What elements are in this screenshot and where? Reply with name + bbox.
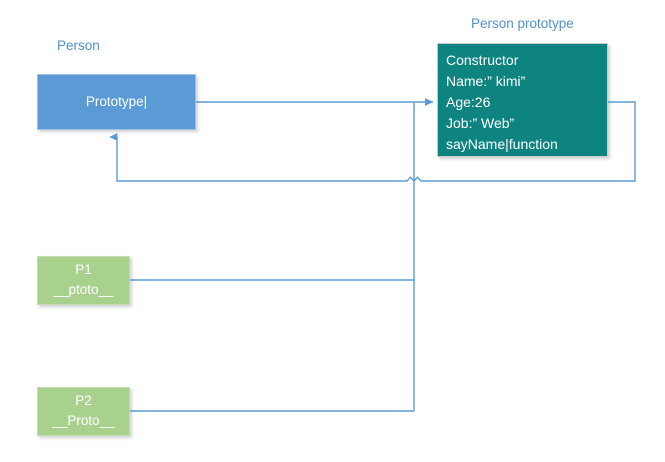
node-person-prototype-body: Constructor Name:” kimi” Age:26 Job:” We…: [446, 50, 605, 155]
node-p2-proto-label: __Proto__: [52, 413, 115, 428]
node-p1-proto-label: __ptoto__: [53, 282, 114, 297]
caption-person-prototype: Person prototype: [471, 16, 574, 31]
prototype-line-age: Age:26: [446, 94, 491, 110]
prototype-line-name: Name:” kimi”: [446, 73, 526, 89]
prototype-line-job: Job:” Web”: [446, 115, 515, 131]
connector-prototype-back-to-person: [109, 101, 636, 183]
node-person-prototype[interactable]: Constructor Name:” kimi” Age:26 Job:” We…: [437, 43, 608, 157]
node-person[interactable]: Prototype|: [37, 74, 196, 130]
node-p2[interactable]: P2 __Proto__: [37, 387, 130, 436]
node-p1[interactable]: P1 __ptoto__: [37, 256, 130, 305]
prototype-line-constructor: Constructor: [446, 52, 519, 68]
prototype-line-sayname: sayName|function: [446, 136, 558, 152]
caption-person: Person: [57, 38, 100, 53]
node-p2-label: P2: [75, 393, 92, 408]
node-p1-label: P1: [75, 262, 92, 277]
node-person-label: Prototype|: [85, 94, 148, 109]
